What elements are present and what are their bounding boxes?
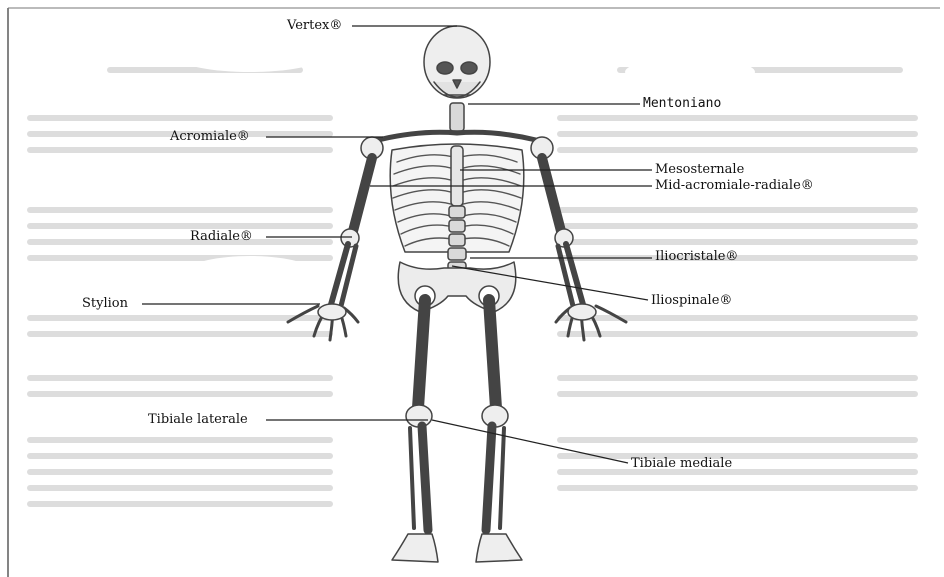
redaction-patches <box>25 44 935 573</box>
label-vertex: Vertex® <box>287 18 342 34</box>
label-iliospinale: Iliospinale® <box>651 293 732 309</box>
skeleton <box>288 26 626 562</box>
label-acromiale: Acromiale® <box>170 129 250 145</box>
label-iliocristale: Iliocristale® <box>655 249 738 265</box>
label-mid-acromiale-radiale: Mid-acromiale-radiale® <box>655 178 814 194</box>
label-radiale: Radiale® <box>190 229 253 245</box>
label-stylion: Stylion <box>82 296 128 312</box>
label-mentoniano: Mentoniano <box>643 96 721 112</box>
label-tibiale-laterale: Tibiale laterale <box>148 412 248 428</box>
label-tibiale-mediale: Tibiale mediale <box>631 456 732 472</box>
label-mesosternale: Mesosternale <box>655 162 744 178</box>
